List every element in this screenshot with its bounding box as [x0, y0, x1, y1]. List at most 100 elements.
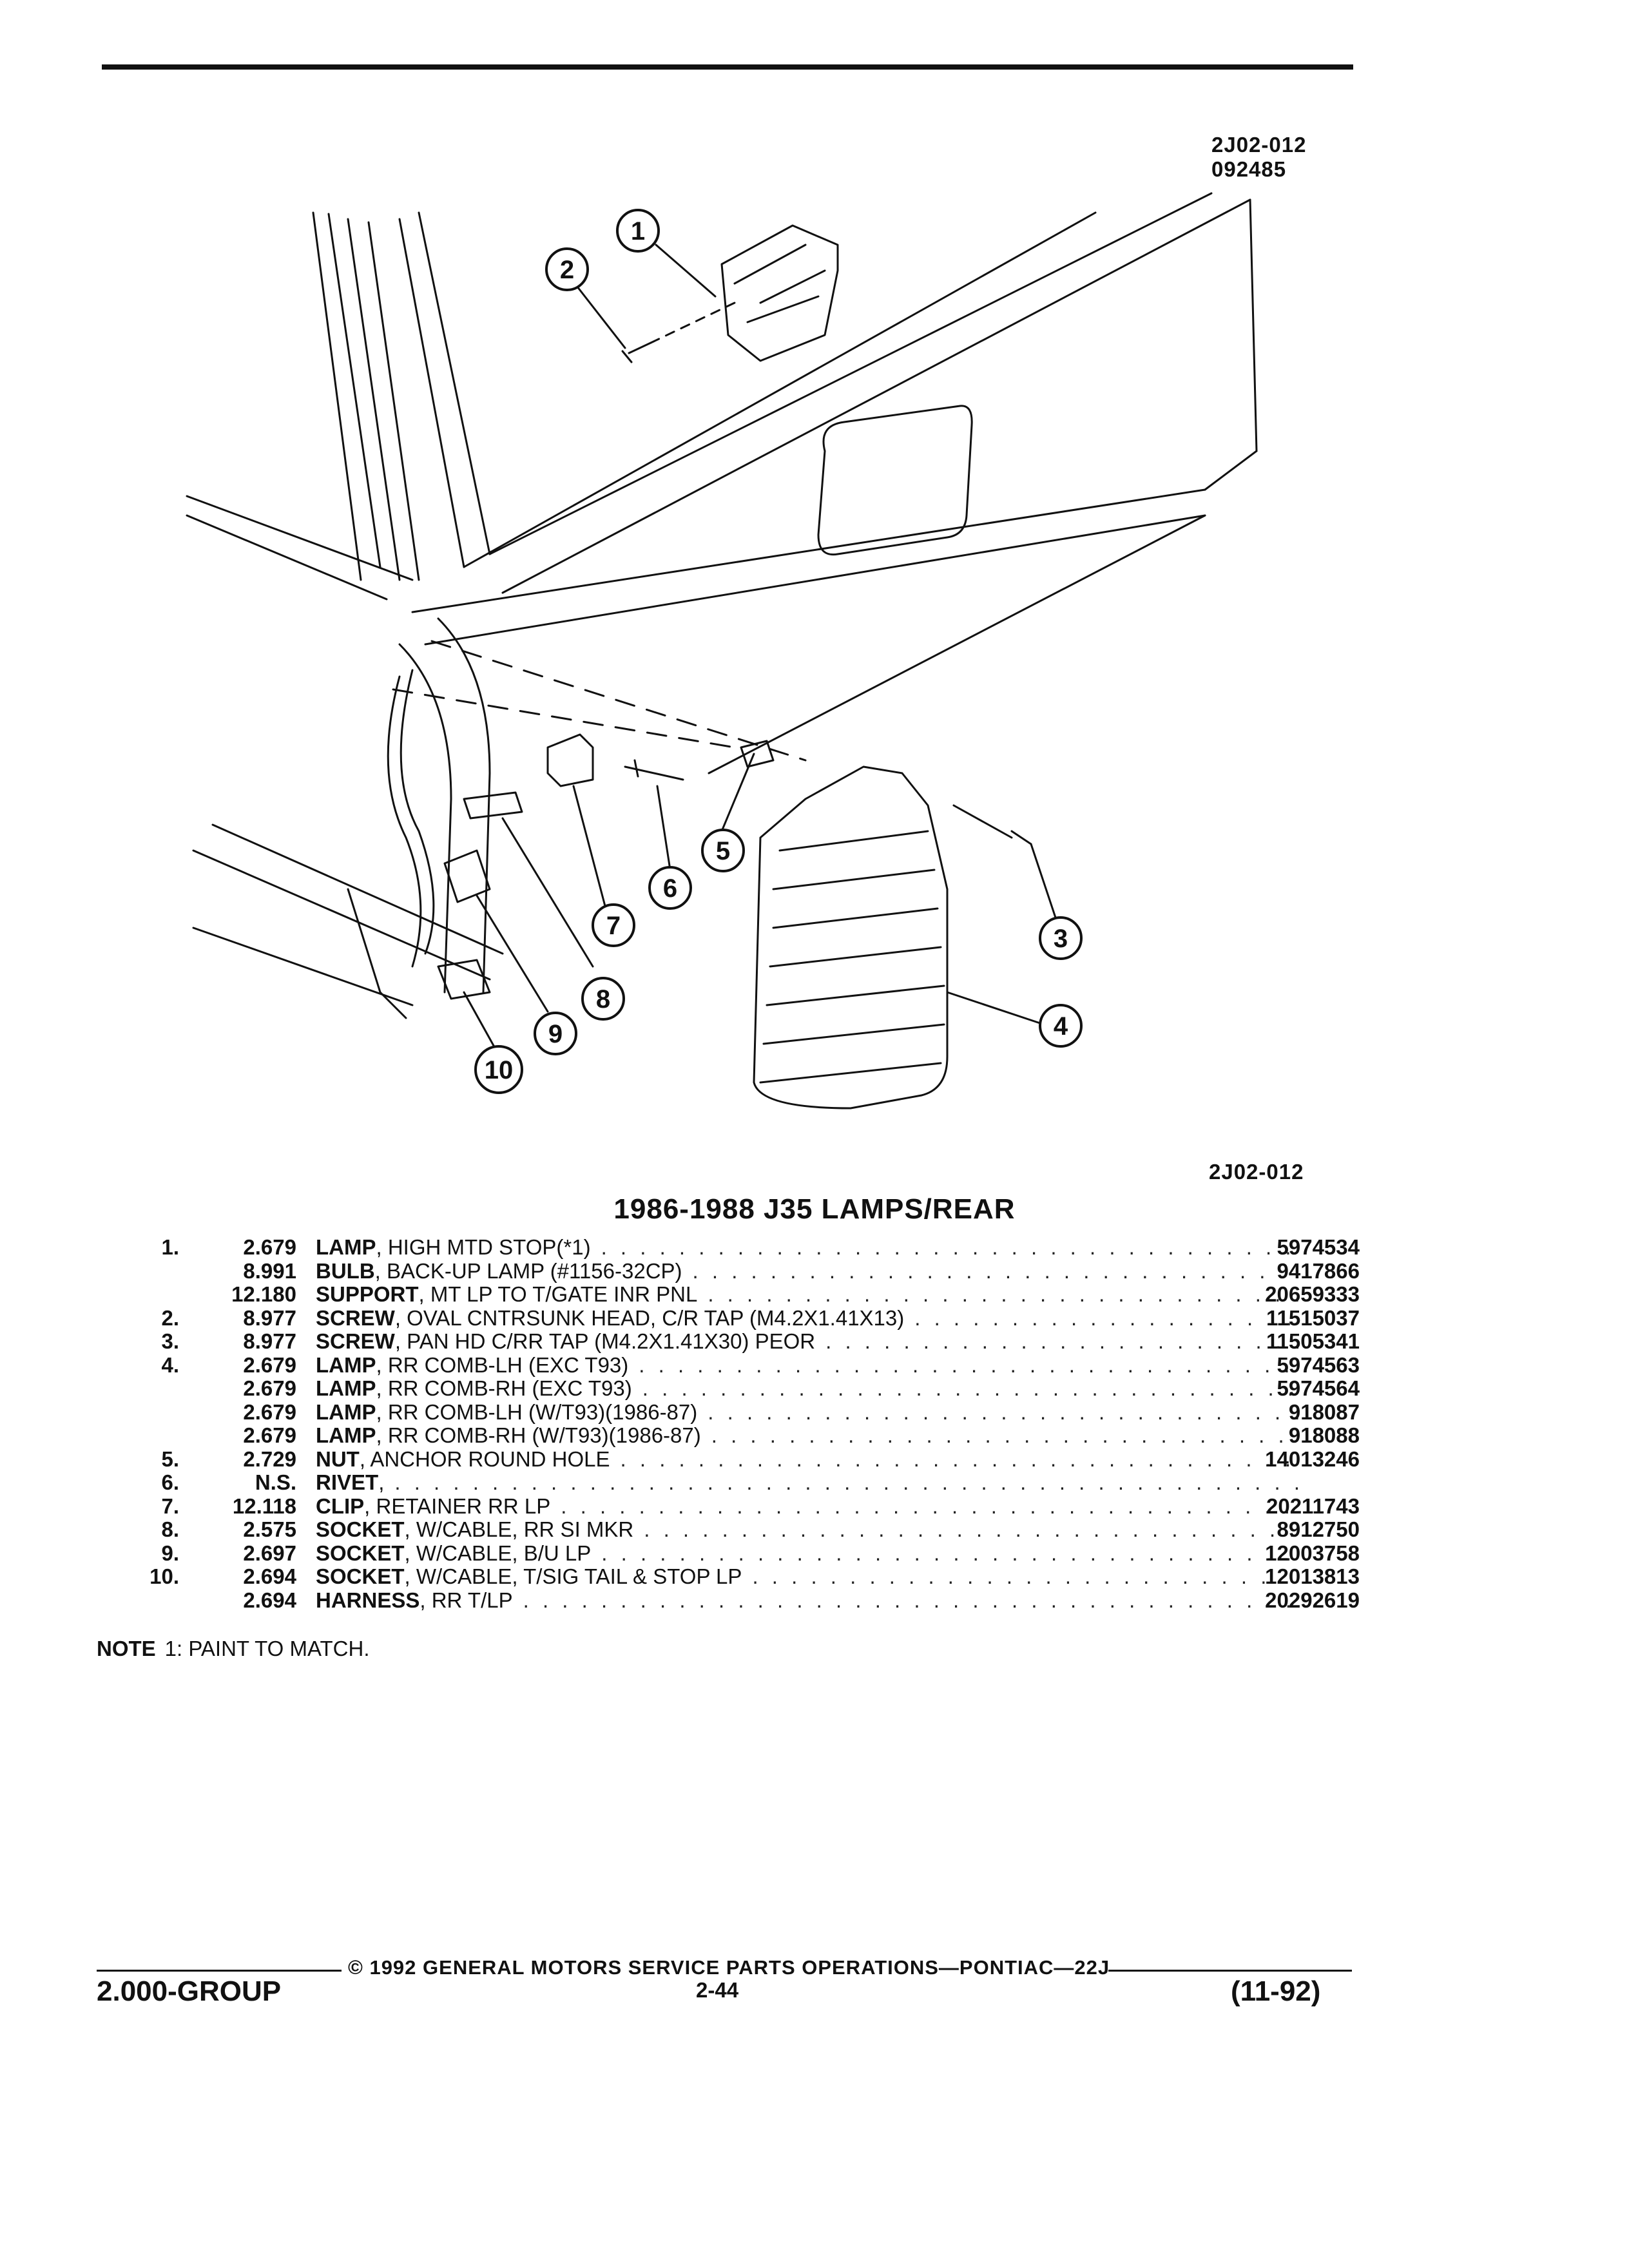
item-index: 5. [161, 1446, 179, 1471]
callout-markers: 1 2 3 4 5 6 7 8 9 10 [474, 209, 1083, 1094]
part-name: LAMP [316, 1399, 376, 1424]
part-description: SCREW, OVAL CNTRSUNK HEAD, C/R TAP (M4.2… [316, 1305, 1305, 1331]
leader-dots [601, 1236, 1298, 1260]
item-index: 3. [161, 1329, 179, 1353]
part-description: LAMP, RR COMB-RH (W/T93)(1986-87) [316, 1423, 1305, 1448]
group-number: 8.977 [243, 1305, 296, 1330]
part-number: 20292619 [1265, 1588, 1360, 1612]
svg-text:8: 8 [596, 985, 610, 1014]
part-description: LAMP, HIGH MTD STOP(*1) [316, 1235, 1305, 1260]
part-description: BULB, BACK-UP LAMP (#1156-32CP) [316, 1258, 1305, 1283]
group-number: 12.180 [231, 1282, 296, 1306]
group-number: 2.679 [243, 1352, 296, 1377]
callout-4: 4 [1039, 1004, 1083, 1048]
part-name: SOCKET [316, 1541, 405, 1565]
part-name: BULB [316, 1258, 375, 1283]
part-description: SOCKET, W/CABLE, RR SI MKR [316, 1517, 1305, 1542]
part-name: SOCKET [316, 1517, 405, 1541]
parts-row: 2. 8.977 SCREW, OVAL CNTRSUNK HEAD, C/R TA… [97, 1305, 1360, 1331]
leader-dots [523, 1589, 1298, 1613]
group-number: 8.991 [243, 1258, 296, 1283]
part-number: 918088 [1288, 1423, 1360, 1447]
parts-row: 10. 2.694 SOCKET, W/CABLE, T/SIG TAIL & ST… [97, 1564, 1360, 1589]
part-name: SCREW [316, 1329, 395, 1353]
svg-text:7: 7 [606, 912, 621, 940]
note-label: NOTE [97, 1637, 156, 1660]
part-detail: , RR COMB-LH (EXC T93) [376, 1352, 629, 1377]
part-detail: , W/CABLE, B/U LP [404, 1541, 592, 1565]
copyright-line: © 1992 GENERAL MOTORS SERVICE PARTS OPER… [348, 1956, 1110, 1979]
part-number: 11515037 [1266, 1305, 1360, 1330]
part-description: SCREW, PAN HD C/RR TAP (M4.2X1.41X30) PE… [316, 1329, 1305, 1354]
part-detail: , MT LP TO T/GATE INR PNL [418, 1282, 698, 1306]
part-description: CLIP, RETAINER RR LP [316, 1494, 1305, 1519]
part-number: 8912750 [1277, 1517, 1360, 1541]
svg-text:10: 10 [485, 1056, 514, 1084]
callout-2: 2 [545, 247, 589, 291]
part-detail: , W/CABLE, T/SIG TAIL & STOP LP [404, 1564, 742, 1588]
exploded-parts-diagram: 1 2 3 4 5 6 7 8 9 10 [186, 192, 1258, 1110]
part-number: 20659333 [1265, 1282, 1360, 1306]
group-label: 2.000-GROUP [97, 1975, 282, 2007]
item-index: 2. [161, 1305, 179, 1330]
item-index: 4. [161, 1352, 179, 1377]
part-detail: , RR COMB-RH (W/T93)(1986-87) [376, 1423, 701, 1447]
part-number: 12003758 [1265, 1541, 1360, 1565]
revision-date: (11-92) [1231, 1975, 1321, 2007]
group-number: 2.679 [243, 1423, 296, 1447]
group-number: 2.679 [243, 1235, 296, 1259]
part-detail: , OVAL CNTRSUNK HEAD, C/R TAP (M4.2X1.41… [394, 1305, 905, 1330]
part-number: 5974563 [1277, 1352, 1360, 1377]
callout-7: 7 [592, 903, 635, 947]
item-index: 10. [149, 1564, 179, 1588]
part-number: 11505341 [1266, 1329, 1360, 1353]
svg-text:6: 6 [663, 874, 677, 903]
part-number: 12013813 [1265, 1564, 1360, 1588]
group-number: 2.679 [243, 1399, 296, 1424]
group-number: 12.118 [232, 1494, 296, 1518]
svg-text:3: 3 [1054, 925, 1068, 953]
group-number: 8.977 [243, 1329, 296, 1353]
group-number: 2.575 [243, 1517, 296, 1541]
top-rule [102, 64, 1353, 70]
leader-dots [561, 1495, 1298, 1519]
part-description: LAMP, RR COMB-RH (EXC T93) [316, 1376, 1305, 1401]
part-description: NUT, ANCHOR ROUND HOLE [316, 1446, 1305, 1472]
callout-10: 10 [474, 1045, 523, 1094]
section-title: 1986-1988 J35 LAMPS/REAR [613, 1193, 1016, 1225]
part-description: LAMP, RR COMB-LH (EXC T93) [316, 1352, 1305, 1378]
callout-1: 1 [616, 209, 660, 253]
group-number: N.S. [255, 1470, 296, 1494]
leader-dots [601, 1542, 1298, 1566]
reference-code: 2J02-012 [1211, 133, 1307, 157]
part-description: RIVET, [316, 1470, 1305, 1495]
part-description: SOCKET, W/CABLE, T/SIG TAIL & STOP LP [316, 1564, 1305, 1589]
part-detail: , HIGH MTD STOP(*1) [376, 1235, 591, 1259]
part-description: HARNESS, RR T/LP [316, 1588, 1305, 1613]
item-index: 7. [161, 1494, 179, 1518]
part-name: HARNESS [316, 1588, 420, 1612]
part-name: SCREW [316, 1305, 395, 1330]
leader-dots [621, 1448, 1298, 1472]
group-number: 2.694 [243, 1564, 296, 1588]
page-number: 2-44 [696, 1978, 739, 2002]
part-number: 5974564 [1277, 1376, 1360, 1400]
parts-row: 3. 8.977 SCREW, PAN HD C/RR TAP (M4.2X1.41… [97, 1329, 1360, 1354]
part-number: 14013246 [1265, 1446, 1360, 1471]
part-number: 918087 [1288, 1399, 1360, 1424]
group-number: 2.697 [243, 1541, 296, 1565]
part-name: SOCKET [316, 1564, 405, 1588]
svg-text:9: 9 [548, 1020, 563, 1048]
part-name: NUT [316, 1446, 360, 1471]
